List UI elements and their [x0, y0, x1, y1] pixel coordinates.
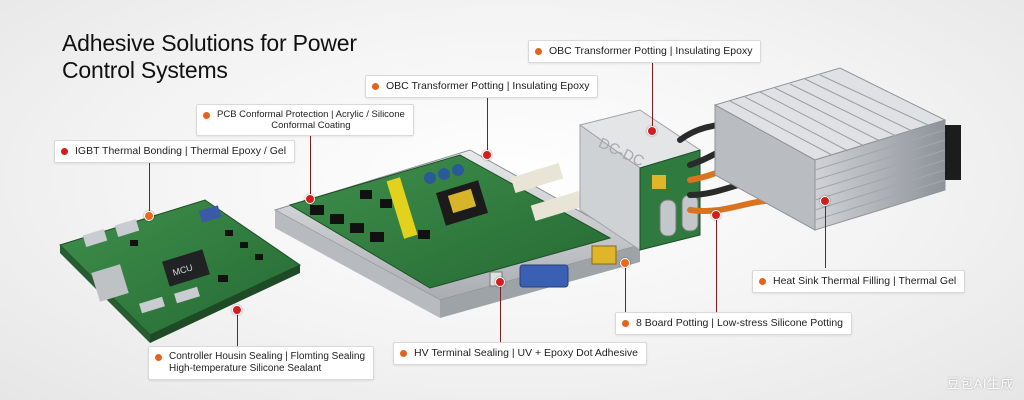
pin-board: [711, 210, 721, 220]
pin-pcb: [305, 194, 315, 204]
callout-pcb-line1: PCB Conformal Protection | Acrylic / Sil…: [217, 109, 405, 120]
callout-board-text: 8 Board Potting | Low-stress Silicone Po…: [636, 317, 844, 329]
leader-line-obc-mid: [487, 95, 488, 153]
pin-heatsink: [820, 196, 830, 206]
callout-hv-text: HV Terminal Sealing | UV + Epoxy Dot Adh…: [414, 347, 639, 359]
bullet-dot: [535, 48, 542, 55]
leader-line-board: [716, 215, 717, 312]
leader-line-board-2: [625, 260, 626, 312]
callout-controller-line2: High-temperature Silicone Sealant: [169, 363, 322, 374]
mcu-chip-body: [162, 249, 210, 287]
watermark: 豆包AI生成: [946, 376, 1014, 391]
callout-igbt-text: IGBT Thermal Bonding | Thermal Epoxy / G…: [75, 145, 287, 157]
callout-obc-top-text: OBC Transformer Potting | Insulating Epo…: [549, 45, 753, 57]
callout-controller: Controller Housin Sealing | Flomting Sea…: [148, 346, 375, 380]
bullet-dot: [622, 320, 629, 327]
leader-line-pcb: [310, 135, 311, 198]
dcdc-module: DC-DC: [578, 109, 702, 251]
leader-line-obc-top: [652, 62, 653, 130]
pin-obc-mid: [482, 150, 492, 160]
bullet-dot: [759, 278, 766, 285]
bullet-dot: [155, 354, 162, 361]
controller-board: MCU: [59, 199, 302, 343]
pin-board-2: [620, 258, 630, 268]
callout-controller-line1: Controller Housin Sealing | Flomting Sea…: [169, 351, 366, 362]
bullet-dot: [372, 83, 379, 90]
pin-controller: [232, 305, 242, 315]
leader-line-igbt: [149, 163, 150, 215]
heat-sink: [713, 67, 961, 231]
callout-pcb-line2: Conformal Coating: [271, 120, 351, 131]
pin-igbt: [144, 211, 154, 221]
callout-obc-mid-text: OBC Transformer Potting | Insulating Epo…: [386, 80, 590, 92]
callout-pcb: PCB Conformal Protection | Acrylic / Sil…: [196, 104, 414, 136]
callout-obc-mid: OBC Transformer Potting | Insulating Epo…: [365, 75, 599, 98]
callout-obc-top: OBC Transformer Potting | Insulating Epo…: [528, 40, 762, 63]
bullet-dot: [400, 350, 407, 357]
pin-hv: [495, 277, 505, 287]
pin-obc-top: [647, 126, 657, 136]
callout-heatsink-text: Heat Sink Thermal Filling | Thermal Gel: [773, 275, 957, 287]
callout-hv: HV Terminal Sealing | UV + Epoxy Dot Adh…: [393, 342, 648, 365]
callout-heatsink: Heat Sink Thermal Filling | Thermal Gel: [752, 270, 966, 293]
callout-igbt: IGBT Thermal Bonding | Thermal Epoxy / G…: [54, 140, 296, 163]
leader-line-heatsink: [825, 202, 826, 268]
main-inverter-housing: [273, 149, 642, 318]
bullet-dot: [203, 112, 210, 119]
callout-board: 8 Board Potting | Low-stress Silicone Po…: [615, 312, 853, 335]
bullet-dot: [61, 148, 68, 155]
leader-line-controller: [237, 310, 238, 346]
leader-line-hv: [500, 282, 501, 342]
page-title: Adhesive Solutions for Power Control Sys…: [62, 30, 357, 83]
